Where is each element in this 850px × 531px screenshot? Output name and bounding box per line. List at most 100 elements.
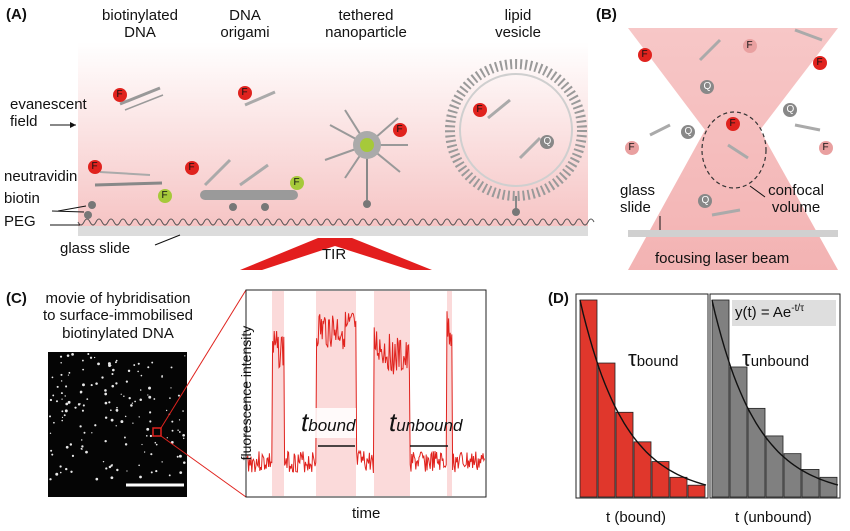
fluorescent-spot — [132, 422, 134, 424]
fluorophore-letter: F — [822, 141, 829, 153]
fluorescent-spot — [51, 376, 54, 379]
fluorescent-spot — [178, 419, 181, 421]
fluorescent-spot — [166, 437, 168, 439]
arrowhead — [70, 122, 76, 128]
fluorescent-spot — [148, 386, 151, 390]
fluorescent-spot — [110, 418, 114, 422]
bound-interval — [374, 291, 410, 496]
fluorophore-letter: F — [746, 39, 753, 51]
fluorophore-marker — [625, 141, 639, 155]
panel-b — [625, 28, 838, 270]
fluorescent-spot — [149, 434, 152, 438]
fluorescent-spot — [80, 439, 83, 441]
arrow-confocal — [749, 185, 766, 198]
fluorescent-spot — [91, 432, 93, 434]
fluorescent-spot — [141, 443, 143, 446]
fluorescent-spot — [161, 374, 163, 377]
fluorescent-spot — [139, 389, 142, 391]
tau-unbound-label: τunbound — [742, 346, 809, 371]
fluorescent-spot — [147, 366, 150, 369]
glass-slide-b-label: glass slide — [620, 182, 656, 217]
fluorophore-letter: F — [161, 189, 168, 201]
fluorescent-spot — [143, 451, 146, 453]
fluorescent-spot — [50, 449, 53, 452]
fluorescent-spot — [90, 383, 93, 387]
histogram-bar — [579, 299, 598, 498]
fluorescent-spot — [115, 409, 119, 412]
panel-d — [575, 293, 841, 499]
histogram-bar — [597, 362, 616, 498]
fluorescent-spot — [137, 370, 139, 373]
fluorescent-spot — [63, 414, 66, 417]
fluorescent-spot — [154, 441, 157, 444]
fluorescent-spot — [108, 465, 112, 469]
fluorophore-letter: F — [241, 86, 248, 98]
fluorescent-spot — [177, 429, 179, 431]
col-dna-origami: DNA origami — [220, 7, 270, 42]
fluorescent-spot — [65, 385, 68, 388]
focusing-laser-label: focusing laser beam — [655, 250, 790, 267]
histogram-bar — [615, 411, 634, 498]
fluorescent-spot — [120, 393, 122, 395]
fluorescent-spot — [81, 359, 84, 362]
fluorescent-spot — [177, 394, 180, 397]
fluorescent-spot — [149, 420, 152, 423]
bound-interval — [272, 291, 284, 496]
fluorescent-spot — [60, 380, 63, 382]
fluorophore-marker — [238, 86, 252, 100]
fluorescent-spot — [69, 443, 73, 446]
fluorescent-spot — [64, 409, 68, 413]
peg-label: PEG — [4, 213, 36, 230]
fluorescent-spot — [182, 410, 184, 412]
fluorescent-spot — [171, 420, 174, 423]
col-biotinylated-dna: biotinylated DNA — [102, 7, 178, 42]
fluorescent-spot — [59, 355, 63, 358]
confocal-volume-label: confocal volume — [768, 182, 824, 217]
quencher-letter: Q — [543, 135, 552, 147]
quencher-letter: Q — [684, 125, 693, 137]
fluorescent-spot — [64, 395, 66, 397]
fluorescent-spot — [137, 362, 140, 365]
fluorescent-spot — [94, 424, 97, 427]
bound-interval — [447, 291, 452, 496]
tir-beam — [240, 238, 432, 270]
fluorescent-spot — [79, 403, 81, 405]
fluorescent-spot — [182, 437, 185, 440]
fluorophore-marker — [473, 103, 487, 117]
fluorescent-spot — [82, 383, 85, 387]
fluorescent-spot — [81, 409, 84, 412]
histogram-bar — [819, 476, 838, 498]
panel-d-label: (D) — [548, 290, 569, 307]
fluorescent-spot — [116, 468, 119, 472]
fluorescent-spot — [104, 389, 107, 392]
fluorescent-spot — [71, 353, 74, 356]
fluorescent-spot — [115, 382, 118, 385]
biotin-label: biotin — [4, 190, 40, 207]
panel-a-label: (A) — [6, 6, 27, 23]
fluorescent-spot — [184, 355, 186, 357]
fluorescent-spot — [171, 429, 174, 432]
movie-spots — [49, 352, 186, 481]
fluorophore-marker — [813, 56, 827, 70]
fluorescent-spot — [49, 415, 52, 418]
fluorescent-spot — [134, 400, 136, 403]
fluorophore-letter: F — [91, 160, 98, 172]
quencher-letter: Q — [701, 194, 710, 206]
t-unbound-subscript: unbound — [396, 416, 463, 435]
fluorescent-spot — [153, 398, 156, 400]
fluorescent-spot — [59, 471, 62, 474]
evanescent-field-label: evanescent field — [10, 96, 87, 131]
fluorescent-spot — [178, 431, 181, 433]
fluorescent-spot — [138, 464, 140, 467]
fluorescent-spot — [149, 411, 152, 414]
fluorescent-spot — [125, 380, 128, 383]
fluorescent-spot — [147, 394, 149, 396]
fluorophore-marker — [88, 160, 102, 174]
glass-slide — [78, 226, 588, 236]
fluorescent-spot — [115, 359, 118, 362]
movie-frame — [48, 352, 187, 497]
dna-origami-construct — [185, 86, 304, 211]
fluorophore-letter: F — [476, 103, 483, 115]
tethered-nanoparticle — [324, 109, 408, 208]
quencher-marker — [681, 125, 695, 139]
